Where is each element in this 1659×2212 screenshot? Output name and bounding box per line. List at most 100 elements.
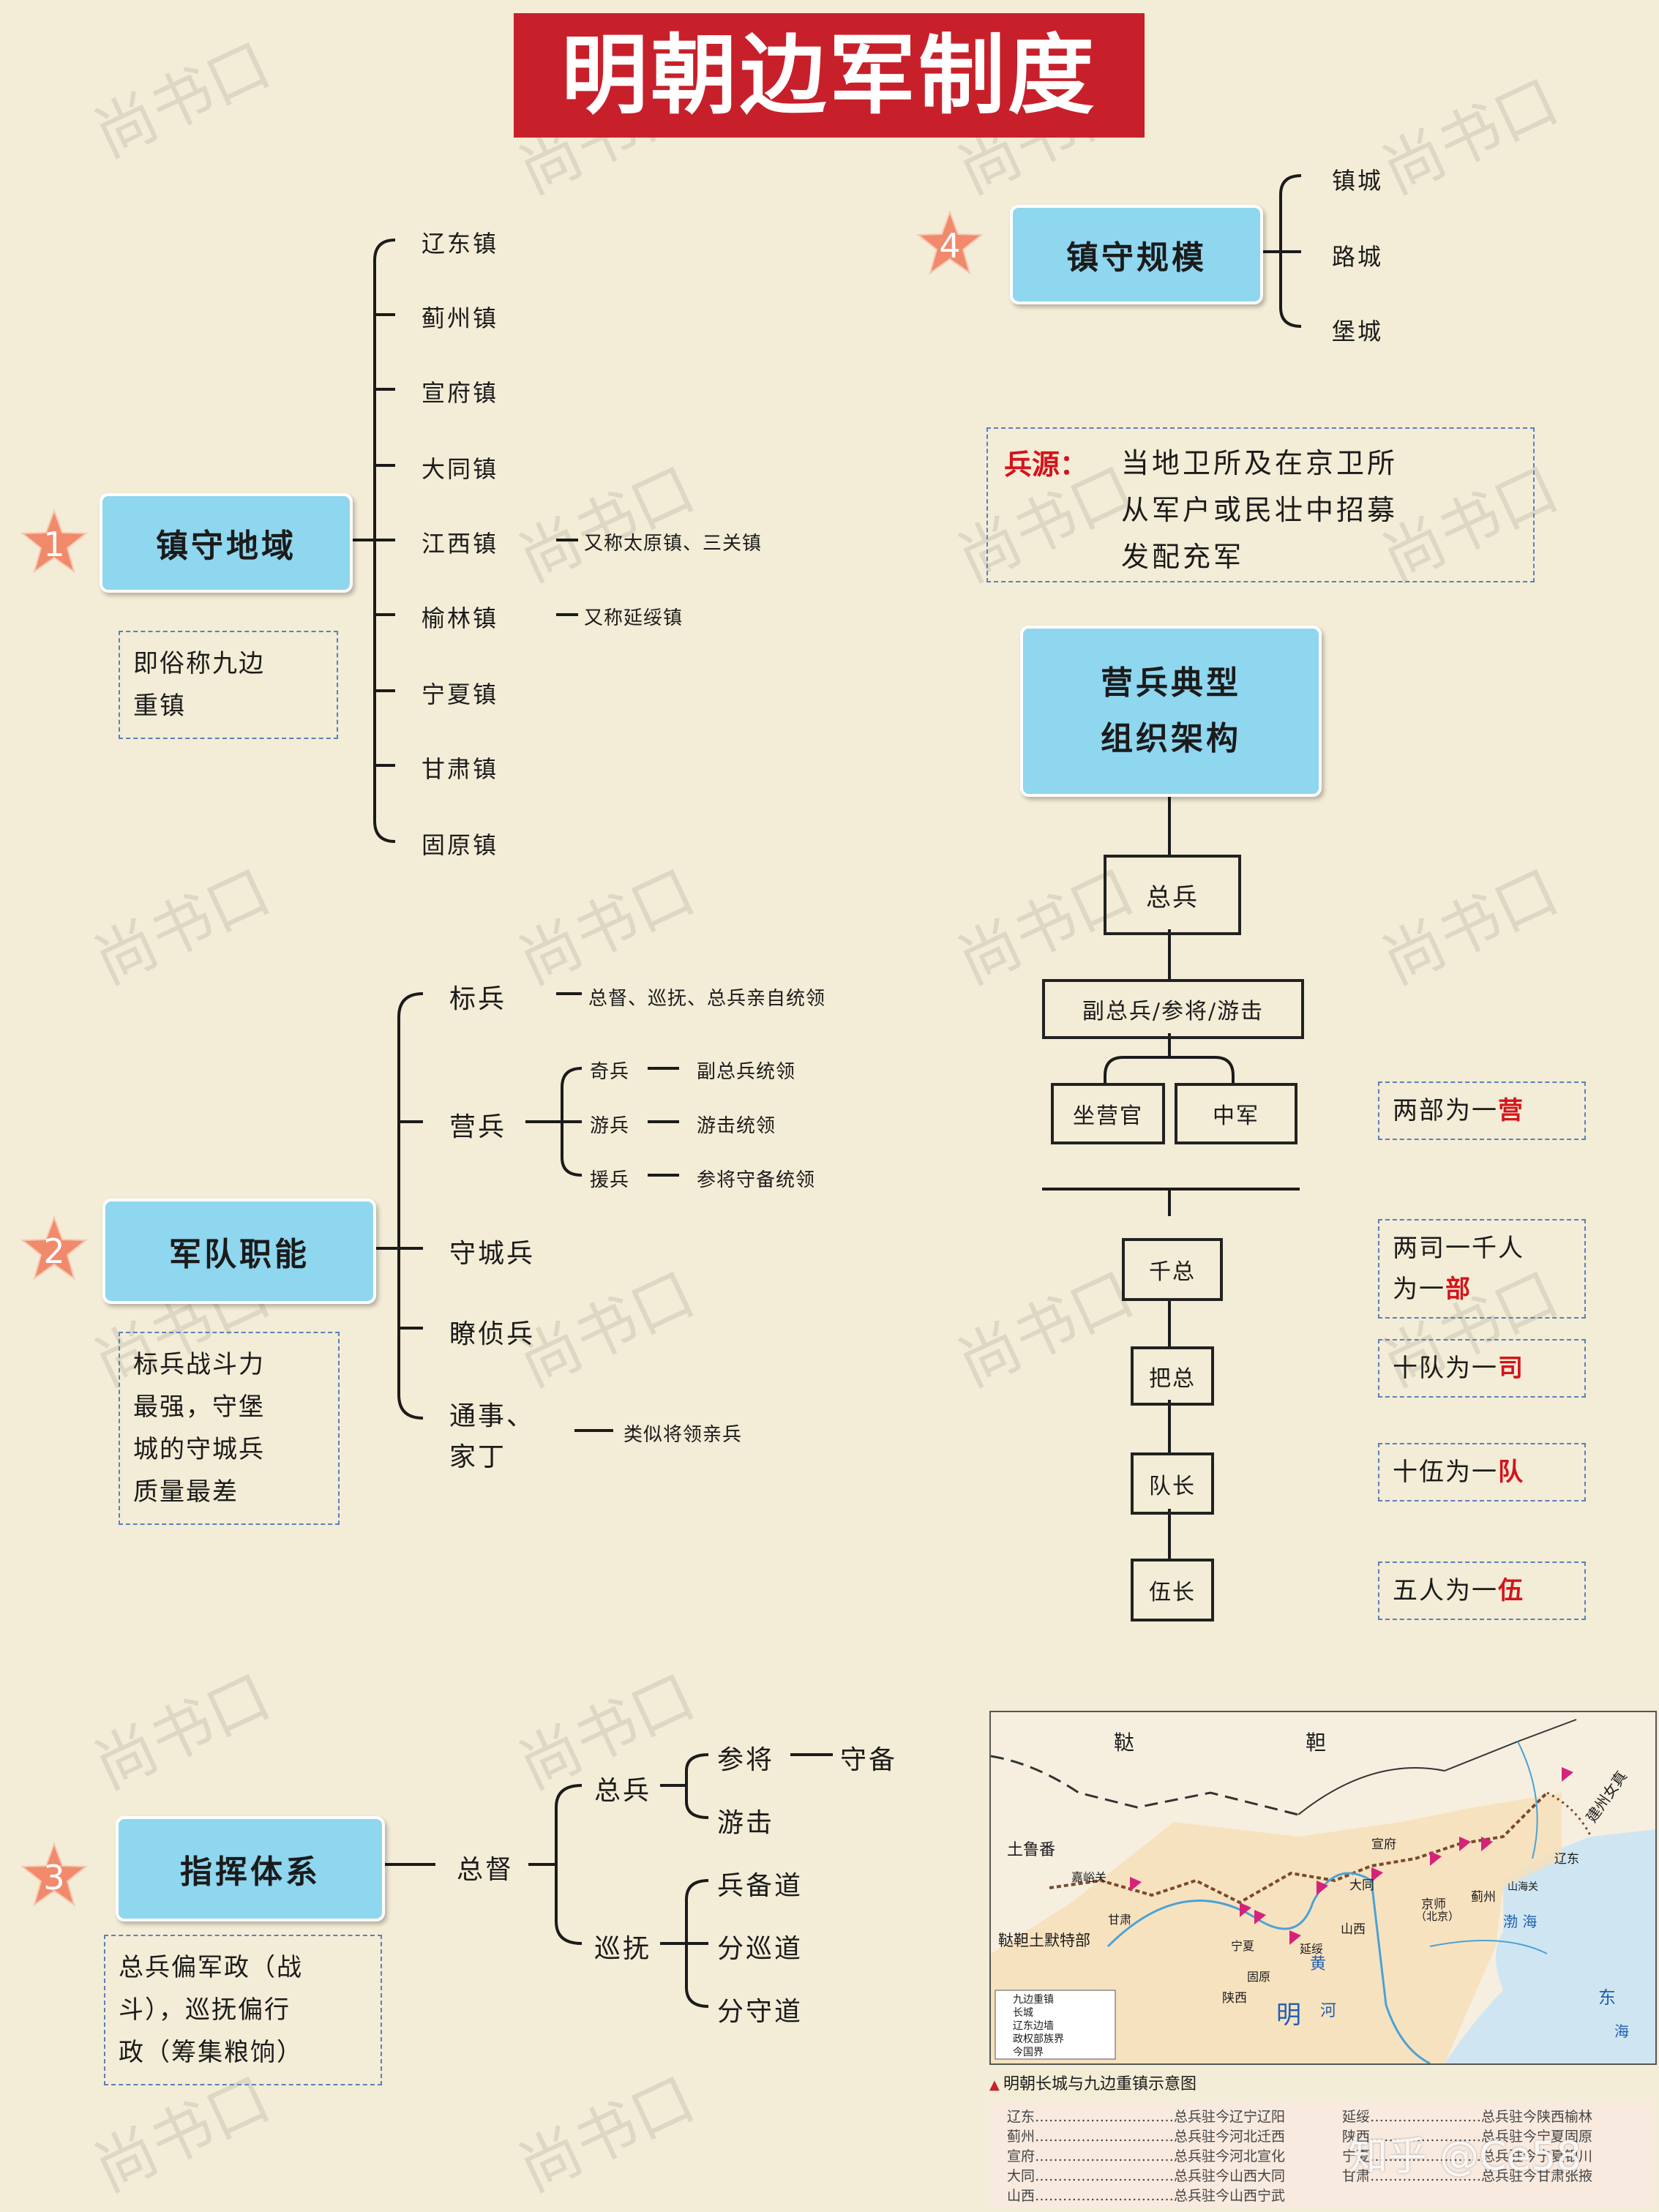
note-line: 城的守城兵 [133,1435,265,1464]
star-icon [916,210,984,275]
legend-item: 九边重镇 [1013,1994,1054,2006]
map-label-xuanfu: 宣府 [1371,1837,1396,1852]
unit-dui: 十伍为一队 [1378,1443,1586,1501]
attribution: 知乎 @Ce58 [1348,2133,1581,2179]
unit-si: 十队为一司 [1378,1339,1586,1398]
tongshi-line: 家丁 [449,1442,507,1472]
legend-item: 政权部族界 [1013,2033,1064,2045]
org-zuoyingguan: 坐营官 [1051,1083,1165,1144]
town-gansu: 甘肃镇 [422,755,499,783]
org-duizhang: 队长 [1131,1452,1214,1515]
map-label-gansu: 甘肃 [1108,1913,1132,1927]
youji: 游击 [717,1808,775,1838]
map-label-shanhaiguan: 山海关 [1508,1881,1538,1893]
table-value: 总兵驻今河北宣化 [1174,2148,1286,2164]
map-legend: 九边重镇 长城 辽东边墙 政权部族界 今国界 [1013,1993,1064,2059]
note-line: 斗），巡抚偏行 [119,1995,291,2025]
legend-item: 今国界 [1013,2047,1044,2058]
table-name: 甘肃 [1342,2168,1371,2184]
map-label-jingshi: 京师 [1421,1897,1446,1912]
star-icon [20,1215,88,1281]
unit-wu: 五人为一伍 [1378,1561,1586,1620]
tongshi: 通事、 家丁 [449,1396,535,1478]
liaozhenbing: 瞭侦兵 [449,1319,536,1349]
unit-text: 十队为一 [1393,1354,1498,1383]
shoubei: 守备 [840,1745,898,1775]
yingbing-child-note: 游击统领 [697,1115,776,1137]
dao-bingbei: 兵备道 [717,1871,804,1901]
town-liaodong: 辽东镇 [422,230,499,258]
table-row: 甘肃……………………总兵驻今甘肃张掖 [1342,2168,1593,2184]
town-ningxia: 宁夏镇 [422,681,499,708]
note-line: 政（筹集粮饷） [119,2038,303,2067]
unit-text: 两司一千人 [1393,1234,1524,1263]
org-zhongjun: 中军 [1175,1083,1297,1144]
legend-item: 辽东边墙 [1013,2020,1054,2032]
table-row: 辽东…………………………总兵驻今辽宁辽阳 [1007,2109,1286,2125]
map-label-donghai: 东 [1598,1987,1616,2008]
unit-text: 两部为一 [1393,1096,1498,1125]
org-fuzongbing: 副总兵/参将/游击 [1042,979,1304,1039]
map-label-jizhou: 蓟州 [1471,1890,1496,1905]
yingbing-child: 援兵 [590,1169,630,1191]
unit-key: 队 [1498,1458,1524,1487]
xunfu: 巡抚 [594,1934,652,1964]
caption-triangle-icon: ▲ [989,2077,1000,2093]
star-icon [20,1842,88,1907]
table-value: 总兵驻今辽宁辽阳 [1174,2109,1286,2125]
section-1-star: 1 [20,508,88,575]
map-label-guyuan: 固原 [1247,1970,1271,1984]
org-wuzhang: 伍长 [1131,1559,1214,1621]
bingyuan-box: 兵源： 当地卫所及在京卫所 从军户或民壮中招募 发配充军 [986,427,1535,582]
town-yulin: 榆林镇 [422,604,499,632]
map-label-ningxia: 宁夏 [1231,1939,1255,1953]
section-4-node: 镇守规模 [1010,205,1263,304]
section-number: 1 [43,525,65,564]
map-label-huang: 黄 [1310,1955,1327,1973]
yingbing: 营兵 [449,1112,507,1142]
table-row: 陕西……………………总兵驻今宁夏固原 [1342,2129,1593,2145]
town-jiangxi-note: 又称太原镇、三关镇 [584,533,763,555]
table-value: 总兵驻今河北迁西 [1174,2129,1286,2145]
biaobing-note: 总督、巡抚、总兵亲自统领 [588,988,826,1010]
biaobing: 标兵 [449,984,507,1014]
scale-baocheng: 堡城 [1332,318,1384,345]
map-label-tulufan: 土鲁番 [1007,1841,1056,1859]
note-line: 质量最差 [133,1477,239,1507]
yingbing-child: 奇兵 [590,1061,630,1083]
section-number: 4 [939,226,961,266]
dao-fenshou: 分守道 [717,1997,804,2027]
scale-zhencheng: 镇城 [1332,167,1384,195]
scale-lucheng: 路城 [1332,243,1384,271]
map-label-shaanxi: 陕西 [1222,1991,1247,2006]
section-number: 3 [43,1858,65,1897]
note-line: 标兵战斗力 [133,1350,265,1379]
unit-key: 司 [1498,1354,1524,1383]
table-row: 山西…………………………总兵驻今山西宁武 [1007,2188,1286,2204]
unit-bu: 两司一千人 为一部 [1378,1219,1586,1319]
bingyuan-label: 兵源： [1004,448,1088,481]
unit-key: 营 [1498,1096,1524,1125]
page-title: 明朝边军制度 [514,13,1145,138]
table-name: 宁夏 [1342,2148,1371,2164]
shouchengbing: 守城兵 [449,1239,536,1269]
note-line: 最强，守堡 [133,1392,265,1422]
map-label-bohai: 渤 海 [1503,1913,1538,1930]
section-2-node: 军队职能 [102,1199,376,1304]
map-label-liaodong: 辽东 [1554,1852,1579,1867]
org-zongbing: 总兵 [1104,855,1241,935]
map-label-jing: 靼 [1306,1731,1327,1755]
table-name: 辽东 [1007,2109,1036,2125]
tongshi-line: 通事、 [449,1401,536,1431]
table-name: 蓟州 [1007,2129,1036,2145]
table-name: 山西 [1007,2188,1036,2204]
town-jiangxi: 江西镇 [422,530,499,558]
table-value: 总兵驻今宁夏银川 [1481,2148,1593,2164]
unit-text: 为一 [1393,1275,1445,1304]
map-label-dada: 鞑 [1114,1731,1135,1755]
map-label-yansui: 延绥 [1300,1942,1324,1956]
town-guyuan: 固原镇 [422,831,499,859]
table-row: 宣府…………………………总兵驻今河北宣化 [1007,2148,1286,2164]
map-label-jiayuguan: 嘉峪关 [1071,1870,1107,1884]
section-1-node: 镇守地域 [100,493,353,593]
